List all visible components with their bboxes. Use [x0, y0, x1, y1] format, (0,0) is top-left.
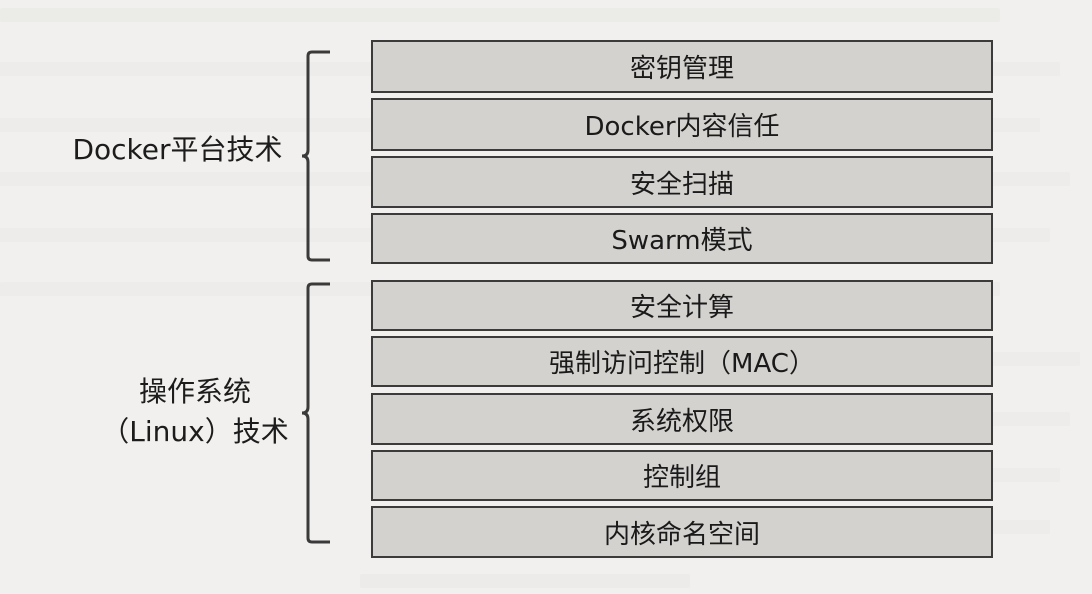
layer-label: 控制组 — [642, 463, 721, 493]
layer-mandatory-access-control: 强制访问控制（MAC） — [371, 336, 993, 387]
layer-key-management: 密钥管理 — [371, 40, 993, 93]
layer-label: 安全扫描 — [629, 169, 734, 200]
docker-platform-label-text: Docker平台技术 — [72, 133, 283, 166]
layer-label: 内核命名空间 — [603, 519, 760, 550]
layer-label: 系统权限 — [629, 406, 734, 437]
layer-system-capabilities: 系统权限 — [371, 393, 993, 445]
layer-label: Swarm模式 — [611, 226, 753, 256]
docker-platform-group-label: Docker平台技术 — [70, 130, 285, 170]
layer-secure-computing: 安全计算 — [371, 280, 993, 331]
layer-label: 安全计算 — [629, 293, 734, 323]
os-label-line1: 操作系统 — [138, 375, 251, 408]
layer-control-groups: 控制组 — [371, 450, 993, 501]
os-group-label: 操作系统 （Linux）技术 — [95, 372, 295, 452]
layer-label: 强制访问控制（MAC） — [549, 349, 815, 379]
os-brace — [301, 282, 330, 544]
layer-docker-content-trust: Docker内容信任 — [371, 98, 993, 151]
layer-label: Docker内容信任 — [584, 112, 780, 142]
os-label-line2: （Linux）技术 — [101, 415, 289, 448]
docker-platform-brace — [301, 50, 330, 262]
layer-security-scanning: 安全扫描 — [371, 156, 993, 208]
layer-kernel-namespaces: 内核命名空间 — [371, 506, 993, 558]
layer-label: 密钥管理 — [629, 54, 734, 84]
layer-swarm-mode: Swarm模式 — [371, 213, 993, 264]
